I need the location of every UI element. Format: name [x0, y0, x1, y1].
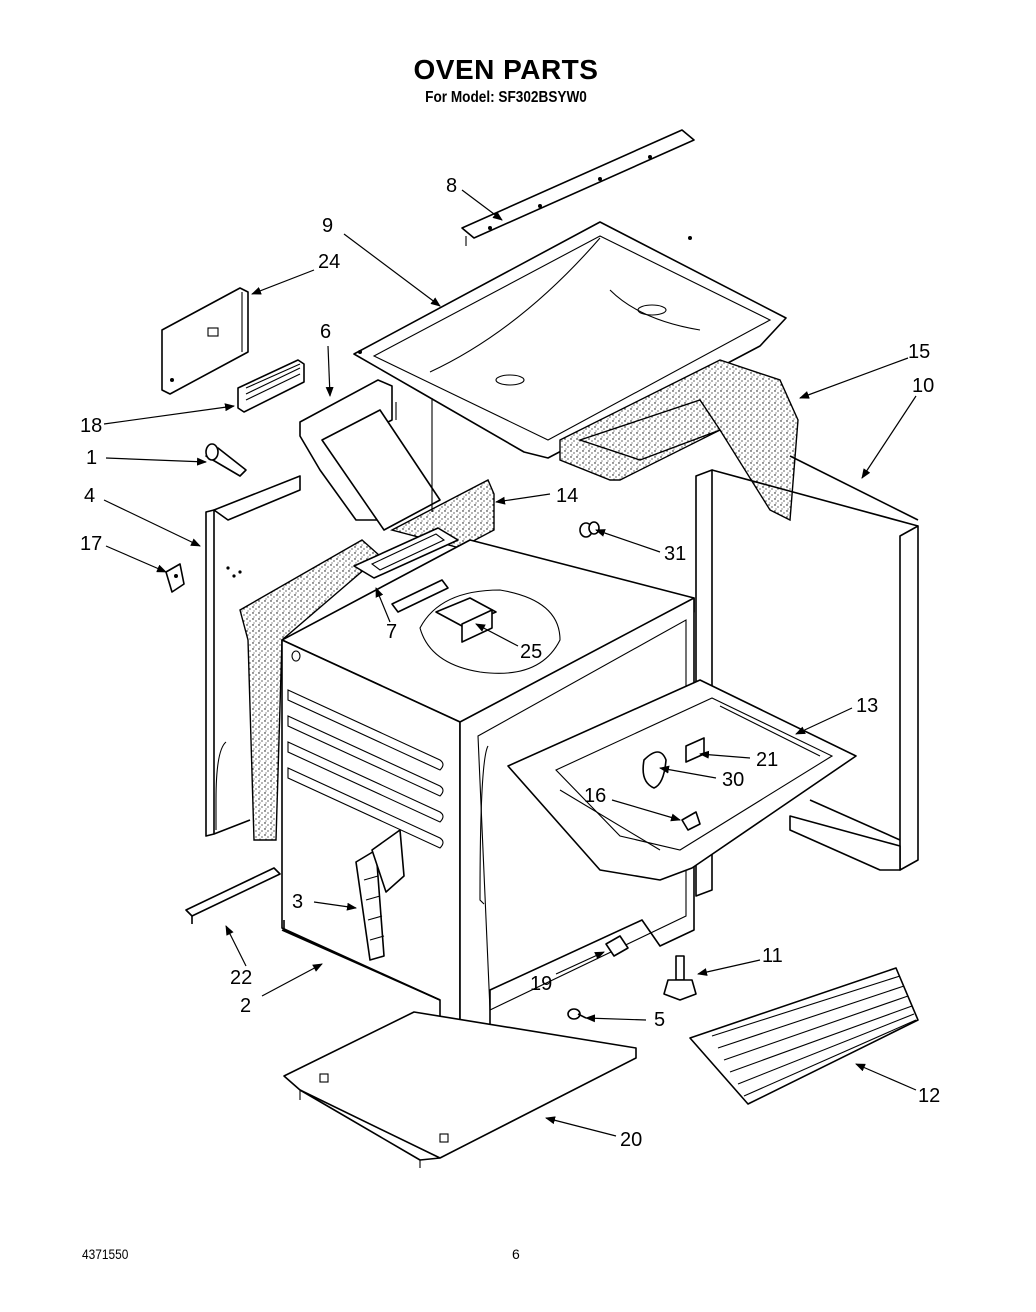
- callout-22: 22: [230, 967, 252, 989]
- callout-13: 13: [856, 695, 878, 717]
- callout-17: 17: [80, 533, 102, 555]
- callout-24: 24: [318, 251, 340, 273]
- document-number: 4371550: [82, 1246, 129, 1262]
- callout-labels: 8 9 24 6 15 10 18 1 4 14 17 31 7 25 13 2…: [80, 175, 940, 1151]
- callout-10: 10: [912, 375, 934, 397]
- page-title: OVEN PARTS: [413, 54, 599, 85]
- callout-25: 25: [520, 641, 542, 663]
- upper-panel-part: [161, 287, 249, 395]
- bottom-panel-part: [283, 920, 441, 1001]
- vent-duct-part: [299, 379, 441, 531]
- vent-frame-part: [353, 527, 459, 613]
- callout-30: 30: [722, 769, 744, 791]
- callout-19: 19: [530, 973, 552, 995]
- screw-5-part: [567, 1008, 587, 1020]
- callout-7: 7: [386, 621, 397, 643]
- callout-11: 11: [762, 945, 783, 967]
- leveling-leg-part: [663, 955, 697, 1001]
- callout-1: 1: [86, 447, 97, 469]
- callout-8: 8: [446, 175, 457, 197]
- callout-16: 16: [584, 785, 606, 807]
- kick-panel-part: [283, 1011, 637, 1168]
- insulation-top-part: [559, 359, 799, 522]
- model-subtitle: For Model: SF302BSYW0: [425, 89, 587, 106]
- callout-20: 20: [620, 1129, 642, 1151]
- callout-4: 4: [84, 485, 95, 507]
- callout-2: 2: [240, 995, 251, 1017]
- clip-16-part: [681, 811, 701, 831]
- callout-15: 15: [908, 341, 930, 363]
- vent-grille-part: [237, 359, 305, 413]
- bracket-19-part: [605, 935, 629, 957]
- pivot-pin-part: [205, 443, 247, 477]
- callout-18: 18: [80, 415, 102, 437]
- top-frame-part: [353, 221, 787, 459]
- page-number: 6: [512, 1246, 520, 1262]
- callout-6: 6: [320, 321, 331, 343]
- bottom-tray-part: [507, 679, 857, 881]
- fastener-31-part: [579, 521, 600, 538]
- clip-part: [165, 563, 185, 593]
- insulation-left-part: [239, 539, 382, 841]
- top-rear-strip-part: [461, 129, 695, 246]
- left-side-panel-part: [205, 475, 301, 837]
- burner-cover-part: [642, 751, 667, 789]
- callout-3: 3: [292, 891, 303, 913]
- callout-21: 21: [756, 749, 778, 771]
- oven-rack-part: [689, 967, 919, 1105]
- callout-9: 9: [322, 215, 333, 237]
- igniter-part: [355, 829, 405, 961]
- leader-lines: [103, 189, 917, 1137]
- bottom-rail-part: [185, 867, 281, 924]
- callout-5: 5: [654, 1009, 665, 1031]
- callout-12: 12: [918, 1085, 940, 1107]
- callout-31: 31: [664, 543, 686, 565]
- callout-14: 14: [556, 485, 578, 507]
